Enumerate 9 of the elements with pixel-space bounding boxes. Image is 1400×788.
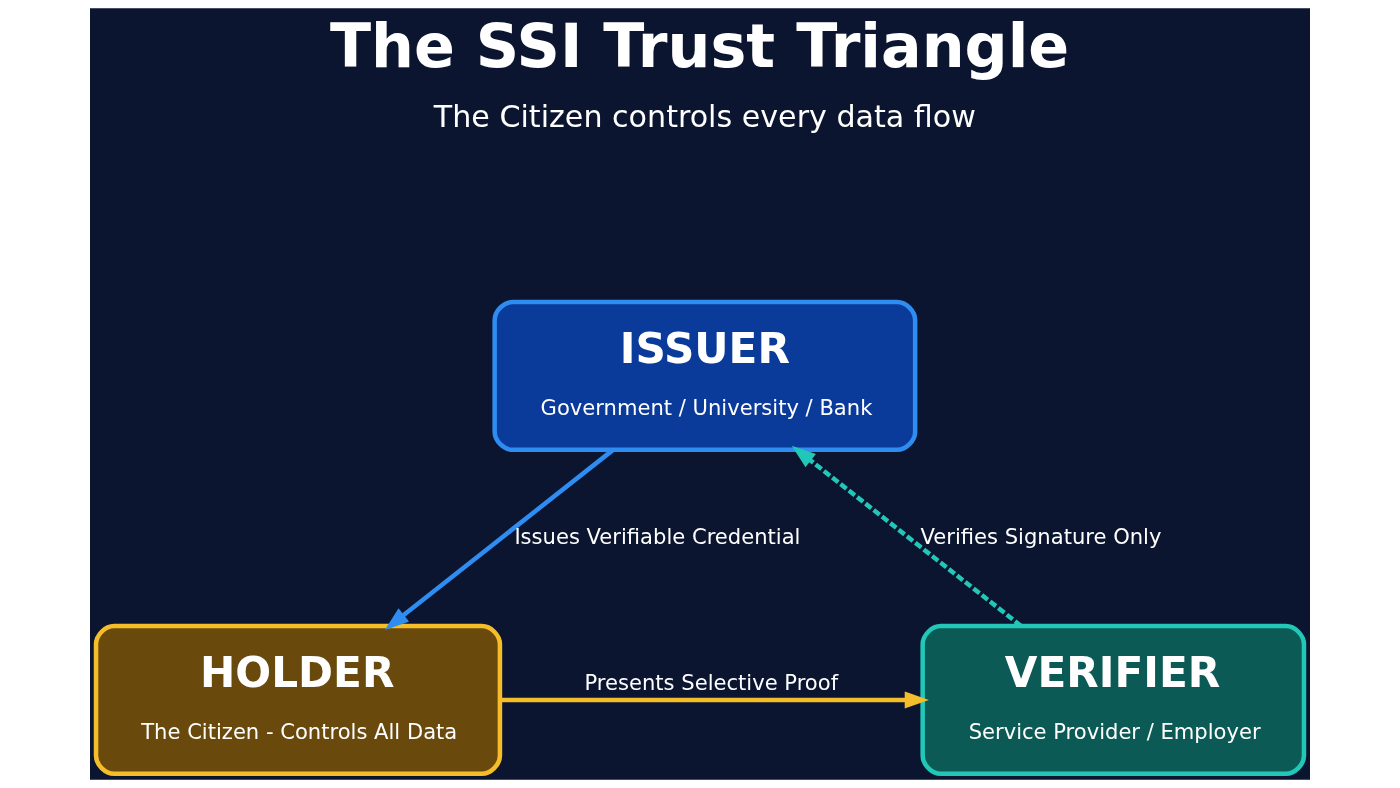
edge-label: Verifies Signature Only: [920, 523, 1162, 549]
node-box: ISSUER Government / University / Bank: [492, 299, 918, 452]
node-box: HOLDER The Citizen - Controls All Data: [93, 623, 503, 777]
arrow: [500, 691, 929, 709]
diagram-title: The SSI Trust Triangle: [330, 10, 1070, 81]
edge-label: Issues Verifiable Credential: [514, 523, 801, 549]
label: The Citizen controls every data flow: [433, 99, 976, 135]
node-box: VERIFIER Service Provider / Employer: [920, 623, 1307, 777]
edge-label: Presents Selective Proof: [584, 669, 839, 695]
